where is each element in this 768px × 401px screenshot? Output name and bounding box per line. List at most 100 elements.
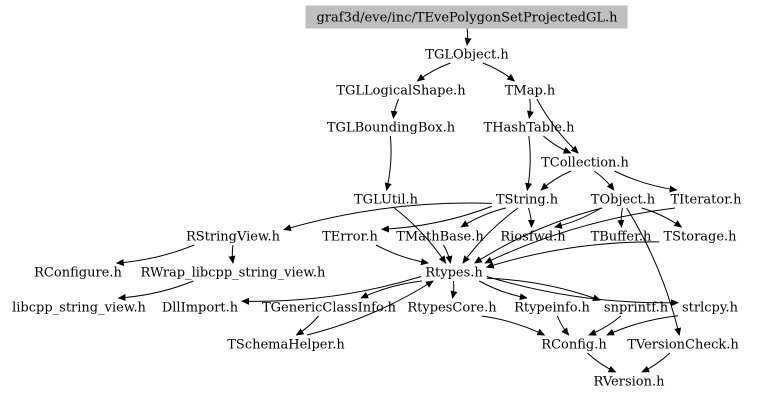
node-label-tglutil: TGLUtil.h — [354, 193, 419, 208]
node-rversion[interactable]: RVersion.h — [594, 375, 666, 390]
node-libcpp[interactable]: libcpp_string_view.h — [12, 301, 146, 316]
node-rtypes[interactable]: Rtypes.h — [425, 266, 483, 281]
node-tglboundingbox[interactable]: TGLBoundingBox.h — [327, 121, 456, 136]
node-label-tobject: TObject.h — [591, 193, 656, 208]
node-label-tglobject: TGLObject.h — [425, 48, 509, 63]
node-rstringview[interactable]: RStringView.h — [186, 230, 281, 245]
edge-snprintf-to-rconfig — [588, 315, 622, 336]
edge-tobject-to-riosfwd — [553, 207, 602, 229]
node-snprintf[interactable]: snprintf.h — [604, 301, 669, 316]
node-rconfig[interactable]: RConfig.h — [541, 338, 607, 353]
node-label-rtypes: Rtypes.h — [425, 266, 483, 281]
edge-tgllogicalshape-to-tglboundingbox — [390, 98, 400, 119]
node-tschemahelper[interactable]: TSchemaHelper.h — [227, 338, 345, 353]
node-label-tstorage: TStorage.h — [663, 230, 737, 245]
edge-rtypes-to-strlcpy — [486, 276, 679, 307]
node-rtypeinfo[interactable]: Rtypeinfo.h — [514, 301, 590, 316]
node-riosfwd[interactable]: Riosfwd.h — [500, 230, 566, 245]
edge-rconfig-to-rversion — [587, 352, 617, 373]
node-label-rconfigure: RConfigure.h — [34, 266, 122, 281]
node-label-root: graf3d/eve/inc/TEvePolygonSetProjectedGL… — [316, 11, 618, 26]
node-tcollection[interactable]: TCollection.h — [541, 156, 629, 171]
edge-rwrap-to-libcpp — [117, 280, 194, 302]
node-rconfigure[interactable]: RConfigure.h — [34, 266, 122, 281]
edge-rstringview-to-rconfigure — [115, 244, 195, 267]
edge-rtypes-to-rtypescore — [450, 280, 458, 299]
edge-tcollection-to-tobject — [593, 170, 615, 191]
node-label-snprintf: snprintf.h — [604, 301, 669, 316]
node-rwrap[interactable]: RWrap_libcpp_string_view.h — [141, 266, 327, 281]
node-rtypescore[interactable]: RtypesCore.h — [407, 301, 497, 316]
node-strlcpy[interactable]: strlcpy.h — [682, 301, 739, 316]
edge-rtypescore-to-rconfig — [481, 315, 546, 336]
node-tobject[interactable]: TObject.h — [591, 193, 656, 208]
edges-layer — [115, 27, 683, 373]
edge-tobject-to-tbuffer — [617, 207, 625, 228]
edge-tcollection-to-titerator — [614, 170, 678, 193]
node-label-tglboundingbox: TGLBoundingBox.h — [327, 121, 456, 136]
edge-tgenericclassinfo-to-tschemahelper — [295, 315, 319, 336]
node-tgenericclassinfo[interactable]: TGenericClassInfo.h — [262, 301, 397, 316]
edge-tcollection-to-tstring — [540, 170, 572, 191]
node-tmathbase[interactable]: TMathBase.h — [396, 230, 484, 245]
node-tstring[interactable]: TString.h — [496, 193, 559, 208]
node-label-rconfig: RConfig.h — [541, 338, 607, 353]
edge-tstring-to-riosfwd — [527, 207, 535, 228]
node-tstorage[interactable]: TStorage.h — [663, 230, 737, 245]
edge-tstorage-to-rtypes — [485, 241, 660, 269]
node-label-rwrap: RWrap_libcpp_string_view.h — [141, 266, 327, 281]
node-label-tbuffer: TBuffer.h — [591, 230, 652, 245]
node-thashtable[interactable]: THashTable.h — [484, 121, 576, 136]
node-label-tmathbase: TMathBase.h — [396, 230, 484, 245]
node-label-titerator: TIterator.h — [670, 193, 742, 208]
node-label-rtypescore: RtypesCore.h — [407, 301, 497, 316]
edge-terror-to-rtypes — [375, 244, 429, 266]
node-label-tversioncheck: TVersionCheck.h — [627, 338, 739, 353]
node-label-tschemahelper: TSchemaHelper.h — [227, 338, 345, 353]
edge-tglobject-to-tmap — [482, 62, 516, 82]
node-label-tcollection: TCollection.h — [541, 156, 629, 171]
edge-tobject-to-tstorage — [641, 207, 683, 228]
node-label-tstring: TString.h — [496, 193, 559, 208]
edge-tglobject-to-tgllogicalshape — [416, 62, 451, 82]
edge-thashtable-to-tcollection — [543, 135, 572, 154]
edge-thashtable-to-tstring — [525, 135, 533, 191]
edge-titerator-to-rtypes — [484, 207, 675, 264]
edge-tmap-to-thashtable — [527, 98, 534, 119]
edge-tmap-to-tcollection — [536, 98, 579, 154]
edge-rtypes-to-snprintf — [486, 277, 601, 301]
edge-root-to-tglobject — [464, 27, 472, 46]
edge-tversioncheck-to-rversion — [641, 352, 671, 373]
node-tversioncheck[interactable]: TVersionCheck.h — [627, 338, 739, 353]
node-label-thashtable: THashTable.h — [484, 121, 576, 136]
edge-rtypes-to-dllimport — [241, 276, 422, 305]
node-label-rstringview: RStringView.h — [186, 230, 281, 245]
node-tglobject[interactable]: TGLObject.h — [425, 48, 509, 63]
node-label-tmap: TMap.h — [505, 84, 556, 99]
node-tglutil[interactable]: TGLUtil.h — [354, 193, 419, 208]
edge-tglboundingbox-to-tglutil — [384, 135, 392, 191]
edge-rtypes-to-rtypeinfo — [478, 280, 528, 301]
node-tbuffer[interactable]: TBuffer.h — [591, 230, 652, 245]
edge-strlcpy-to-rconfig — [606, 315, 679, 336]
edge-rstringview-to-rwrap — [228, 244, 236, 264]
node-terror[interactable]: TError.h — [322, 230, 378, 245]
node-label-tgllogicalshape: TGLLogicalShape.h — [336, 84, 466, 99]
edge-tglutil-to-rtypes — [394, 207, 447, 264]
node-tgllogicalshape[interactable]: TGLLogicalShape.h — [336, 84, 466, 99]
edge-tmathbase-to-rtypes — [443, 244, 453, 264]
edge-rtypeinfo-to-rconfig — [556, 315, 570, 336]
node-label-riosfwd: Riosfwd.h — [500, 230, 566, 245]
edge-tschemahelper-to-rtypes — [306, 280, 434, 336]
node-label-strlcpy: strlcpy.h — [682, 301, 739, 316]
node-tmap[interactable]: TMap.h — [505, 84, 556, 99]
node-dllimport[interactable]: DllImport.h — [162, 301, 239, 316]
node-label-terror: TError.h — [322, 230, 378, 245]
node-root[interactable]: graf3d/eve/inc/TEvePolygonSetProjectedGL… — [305, 5, 628, 29]
node-titerator[interactable]: TIterator.h — [670, 193, 742, 208]
edge-tobject-to-rtypes — [473, 207, 603, 264]
edge-rtypes-to-tgenericclassinfo — [360, 280, 422, 299]
node-label-tgenericclassinfo: TGenericClassInfo.h — [262, 301, 397, 316]
node-label-rversion: RVersion.h — [594, 375, 666, 390]
